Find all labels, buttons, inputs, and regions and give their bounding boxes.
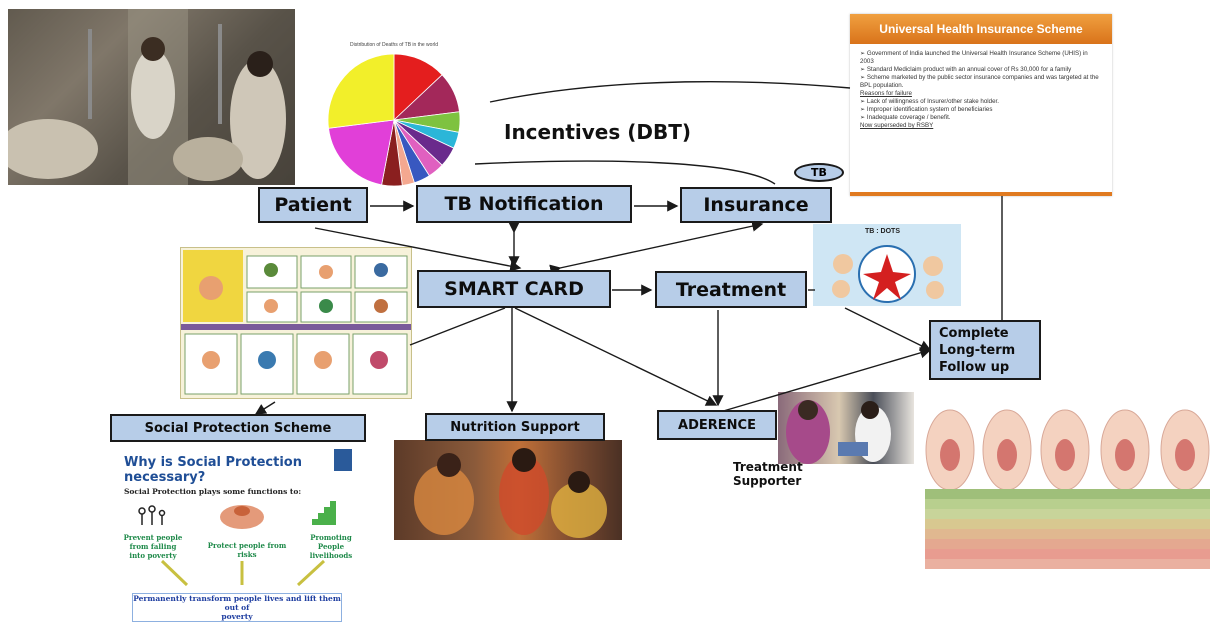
uhis-bullet: ➢ Government of India launched the Unive… <box>860 50 1088 65</box>
incentives-label: Incentives (DBT) <box>504 120 691 144</box>
tb-stages-chart <box>925 385 1210 580</box>
node-complete-line3: Follow up <box>939 359 1010 375</box>
steps-icon <box>312 501 336 525</box>
down-arrows <box>160 559 326 587</box>
hospital-ward-photo <box>8 9 295 185</box>
curve-pie-uhis <box>489 80 851 103</box>
awareness-poster <box>180 247 412 399</box>
un-logo-icon <box>334 449 352 471</box>
pie-title: Distribution of Deaths of TB in the worl… <box>350 42 439 48</box>
node-insurance-label: Insurance <box>703 194 809 216</box>
pie-chart <box>327 53 461 187</box>
node-patient: Patient <box>258 187 368 223</box>
uhis-reason: ➢ Lack of willingness of Insurer/other s… <box>860 98 999 105</box>
node-social-protection-label: Social Protection Scheme <box>144 420 332 436</box>
node-smart-card-label: SMART CARD <box>444 278 584 300</box>
node-insurance: Insurance <box>680 187 832 223</box>
treatment-supporter-line2: Supporter <box>733 474 802 488</box>
tb-oval: TB <box>794 163 844 182</box>
tb-stages-illustration <box>925 409 1210 569</box>
hands-icon <box>220 505 264 529</box>
uhis-bullet: ➢ Scheme marketed by the public sector i… <box>860 74 1099 89</box>
node-tb-notification: TB Notification <box>416 185 632 223</box>
nutrition-illustration <box>414 448 607 538</box>
treatment-supporter-line1: Treatment <box>733 460 803 474</box>
node-social-protection: Social Protection Scheme <box>110 414 366 442</box>
uhis-body: ➢ Government of India launched the Unive… <box>850 44 1112 136</box>
arrow-smartcard-adherence <box>514 307 718 406</box>
supporter-illustration <box>786 400 891 464</box>
uhis-bottom-bar <box>850 192 1112 196</box>
treatment-supporter-label: Treatment Supporter <box>733 460 803 488</box>
arrow-smartcard-social <box>409 307 506 346</box>
node-patient-label: Patient <box>274 194 352 216</box>
uhis-reasons-heading: Reasons for failure <box>860 90 912 97</box>
nutrition-photo <box>394 440 622 540</box>
node-smart-card: SMART CARD <box>417 270 611 308</box>
uhis-reason: ➢ Inadequate coverage / benefit. <box>860 114 951 121</box>
sp-icons <box>138 501 336 587</box>
node-treatment: Treatment <box>655 271 807 308</box>
node-nutrition-support-label: Nutrition Support <box>450 419 580 435</box>
curve-pie-insurance <box>474 160 776 185</box>
pie-slice <box>328 119 395 186</box>
uhis-slide: Universal Health Insurance Scheme ➢ Gove… <box>850 14 1112 196</box>
sp-slide-title: Why is Social Protection necessary? <box>124 455 302 485</box>
arrow-adherence-complete <box>719 347 932 413</box>
node-complete-followup: Complete Long-term Follow up <box>929 320 1041 380</box>
dots-illustration <box>832 245 944 303</box>
node-tb-notification-label: TB Notification <box>444 193 604 215</box>
tb-dots-image: TB : DOTS <box>813 224 961 306</box>
arrow-smartcard-insurance <box>549 220 764 276</box>
arrow-treatment-complete <box>844 307 932 351</box>
uhis-reason: ➢ Improper identification system of bene… <box>860 106 993 113</box>
treatment-supporter-photo <box>778 392 914 464</box>
uhis-title: Universal Health Insurance Scheme <box>850 14 1112 44</box>
dots-title: TB : DOTS <box>865 228 900 235</box>
poster-illustration <box>181 248 411 398</box>
node-complete-line2: Long-term <box>939 342 1016 358</box>
sp-slide-subtitle: Social Protection plays some functions t… <box>124 487 302 496</box>
node-complete-line1: Complete <box>939 325 1009 341</box>
node-nutrition-support: Nutrition Support <box>425 413 605 441</box>
uhis-bullet: ➢ Standard Mediclaim product with an ann… <box>860 66 1072 73</box>
uhis-footer: Now superseded by RSBY <box>860 122 934 129</box>
sp-col-protect: Protect people from risks <box>207 541 287 559</box>
pie-chart-inset: Distribution of Deaths of TB in the worl… <box>312 38 497 187</box>
arrow-patient-smartcard <box>314 227 522 272</box>
node-treatment-label: Treatment <box>675 278 787 301</box>
node-adherence-label: ADERENCE <box>678 417 756 433</box>
pie-slice <box>327 53 395 129</box>
node-adherence: ADERENCE <box>657 410 777 440</box>
arrow-to-social <box>254 401 276 415</box>
tb-oval-label: TB <box>811 166 827 179</box>
hospital-ward-illustration <box>8 9 295 185</box>
family-icon <box>138 505 166 525</box>
